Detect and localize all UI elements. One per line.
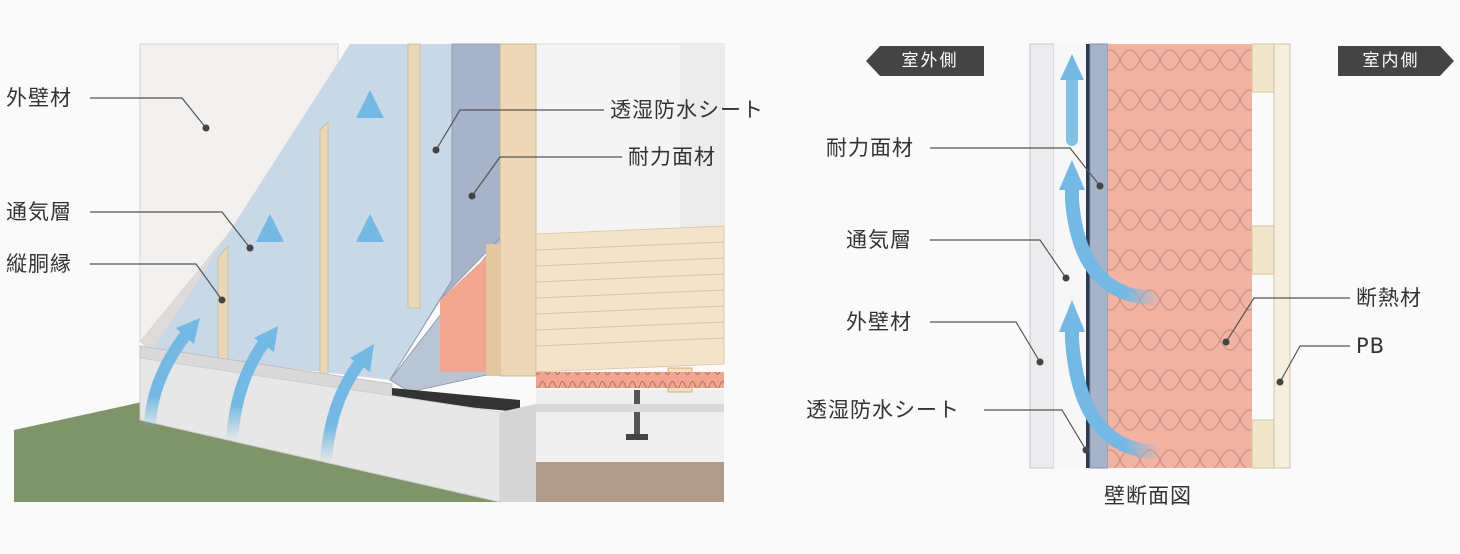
section-caption: 壁断面図 (1104, 484, 1192, 508)
wall-section-diagram (930, 43, 1350, 469)
label-exterior-wall-section: 外壁材 (846, 310, 912, 334)
label-pb: PB (1356, 334, 1386, 358)
label-moisture-sheet-section: 透湿防水シート (806, 398, 960, 422)
label-vertical-furring: 縦胴縁 (6, 252, 72, 276)
label-exterior-wall: 外壁材 (6, 86, 72, 110)
indoor-side-tag: 室内側 (1338, 46, 1454, 76)
right-leader-lines (930, 147, 1350, 451)
label-insulation: 断熱材 (1356, 286, 1422, 310)
label-structural-panel: 耐力面材 (628, 145, 716, 169)
left-leader-lines (90, 97, 622, 301)
airflow-arrows (144, 90, 384, 468)
label-moisture-sheet: 透湿防水シート (610, 98, 764, 122)
label-ventilation-layer-section: 通気層 (846, 228, 912, 252)
label-ventilation-layer: 通気層 (6, 200, 72, 224)
label-structural-panel-section: 耐力面材 (826, 136, 914, 160)
outdoor-side-tag: 室外側 (866, 46, 984, 76)
wall-3d-diagram (14, 43, 725, 503)
